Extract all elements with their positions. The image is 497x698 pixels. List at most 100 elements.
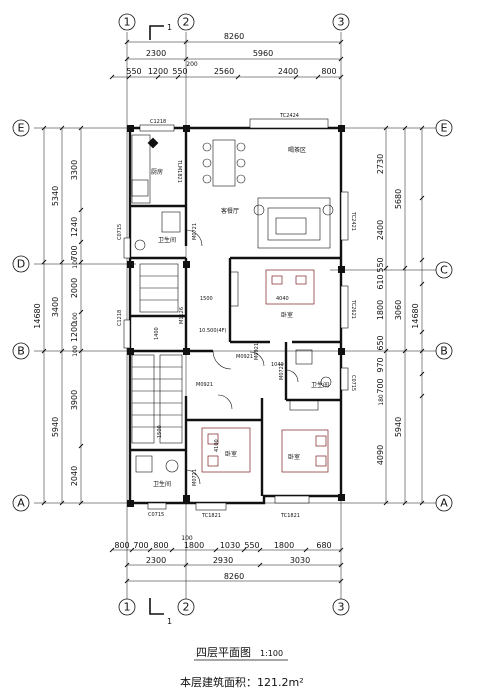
dim-top-detail-1: 1200: [148, 67, 168, 76]
dim-left-detail-5: 3900: [70, 390, 79, 410]
dim-right-axis-2: 5940: [394, 417, 403, 437]
section-mark-bottom: 1: [167, 617, 172, 626]
room-label-bath2: 卫生间: [311, 381, 329, 389]
misc-5: 1040: [271, 362, 284, 368]
dim-right-detail-5: 650: [376, 335, 385, 350]
dim-bottom-axis-0: 2300: [146, 556, 166, 565]
dim-left-detail-2: 700: [70, 245, 79, 260]
dim-left-detail-0: 3300: [70, 160, 79, 180]
dim-left-detail-3: 2000: [70, 278, 79, 298]
door-code-1: M0721: [192, 223, 198, 240]
dim-bottom-axis-2: 3030: [290, 556, 310, 565]
dim-bottom-detail-6: 1800: [274, 541, 294, 550]
dim-right-small: 180: [378, 394, 385, 406]
room-label-bath3: 卫生间: [153, 480, 171, 488]
axis-label-top-1: 1: [124, 16, 131, 29]
misc-4: 1500: [157, 425, 163, 438]
win-code-4: TC2621: [350, 299, 356, 319]
win-code-7: C0715: [148, 512, 164, 518]
axis-label-left-e: E: [18, 122, 25, 135]
room-label-bedroom2: 卧室: [288, 453, 300, 461]
room-label-bedroom3: 卧室: [225, 450, 237, 458]
win-code-2: TC2421: [350, 211, 356, 231]
win-code-3: C0715: [117, 224, 123, 240]
dim-top-detail-5: 800: [321, 67, 336, 76]
axis-label-right-e: E: [441, 122, 448, 135]
dim-left-detail-6: 2040: [70, 466, 79, 486]
dim-right-detail-4: 1800: [376, 300, 385, 320]
dim-top-axis-0: 2300: [146, 49, 166, 58]
misc-1: 1500: [200, 296, 213, 302]
door-code-4: M0921: [254, 343, 260, 360]
dim-bottom-detail-0: 800: [114, 541, 129, 550]
walls: [128, 126, 343, 505]
dim-right-detail-0: 2730: [376, 154, 385, 174]
room-label-bath1: 卫生间: [158, 236, 176, 244]
room-label-dining-living: 客餐厅: [221, 207, 239, 215]
dim-bottom-detail-4: 1030: [220, 541, 240, 550]
win-code-6: C0715: [350, 375, 356, 391]
dim-top-axis-1: 5960: [253, 49, 273, 58]
dim-top-small: 200: [186, 61, 198, 68]
dim-left-small-2: 100: [72, 345, 79, 357]
axis-label-bottom-3: 3: [338, 601, 345, 614]
dim-bottom-detail-2: 800: [153, 541, 168, 550]
dim-left-detail-4: 1200: [70, 322, 79, 342]
axis-label-bottom-1: 1: [124, 601, 131, 614]
dim-top-detail-3: 2560: [214, 67, 234, 76]
columns: [127, 125, 345, 507]
dim-right-detail-3: 610: [376, 274, 385, 289]
axis-label-top-3: 3: [338, 16, 345, 29]
door-code-0: TLM1821: [176, 159, 182, 183]
win-code-0: C1218: [150, 119, 166, 125]
beds: [201, 269, 329, 473]
dim-bottom-total: 8260: [224, 572, 244, 581]
area-label: 本层建筑面积：121.2m²: [180, 675, 304, 689]
drawing-scale: 1:100: [260, 649, 283, 658]
room-label-tea: 喝茶区: [288, 146, 306, 154]
dim-left-detail-1: 1240: [70, 217, 79, 237]
misc-3: 1400: [154, 327, 160, 340]
door-code-6: M0721: [279, 363, 285, 380]
section-mark-top: 1: [167, 23, 172, 32]
dim-bottom-detail-1: 700: [133, 541, 148, 550]
furniture: [131, 134, 334, 485]
door-code-7: M0721: [192, 469, 198, 486]
dim-top-total: 8260: [224, 32, 244, 41]
dim-bottom-axis-1: 2930: [213, 556, 233, 565]
section-marks: [149, 25, 164, 615]
dim-right-total: 14680: [411, 303, 420, 328]
win-code-9: TC1821: [280, 513, 300, 519]
axis-label-bottom-2: 2: [183, 601, 190, 614]
windows: [123, 118, 349, 511]
room-label-bedroom1: 卧室: [281, 311, 293, 319]
dim-bottom-detail-5: 550: [244, 541, 259, 550]
dim-right-axis-1: 3060: [394, 300, 403, 320]
dim-left-axis-2: 5940: [51, 417, 60, 437]
axis-label-top-2: 2: [183, 16, 190, 29]
axis-label-left-a: A: [17, 497, 25, 510]
dim-bottom-small: 100: [181, 535, 193, 542]
misc-0: 4040: [276, 296, 289, 302]
door-code-3: M0921: [236, 354, 253, 360]
dim-left-total: 14680: [33, 303, 42, 328]
axis-bubbles: [12, 13, 453, 616]
dim-top-detail-0: 550: [126, 67, 141, 76]
dim-bottom-detail-7: 680: [316, 541, 331, 550]
dim-right-axis-0: 5680: [394, 189, 403, 209]
door-code-5: M0921: [196, 382, 213, 388]
dimension-ticks: [41, 39, 425, 584]
dim-left-axis-1: 3400: [51, 297, 60, 317]
door-code-2: M1126: [179, 307, 185, 324]
dim-right-detail-8: 4090: [376, 445, 385, 465]
win-code-1: TC2424: [279, 113, 299, 119]
axis-label-left-b: B: [17, 345, 25, 358]
dim-right-detail-1: 2400: [376, 220, 385, 240]
dim-left-axis-0: 5340: [51, 186, 60, 206]
dim-right-detail-2: 550: [376, 257, 385, 272]
dimension-lines: [43, 41, 423, 582]
axis-label-left-d: D: [17, 258, 25, 271]
win-code-5: C1218: [117, 310, 123, 326]
dim-left-small-1: 100: [72, 312, 79, 324]
